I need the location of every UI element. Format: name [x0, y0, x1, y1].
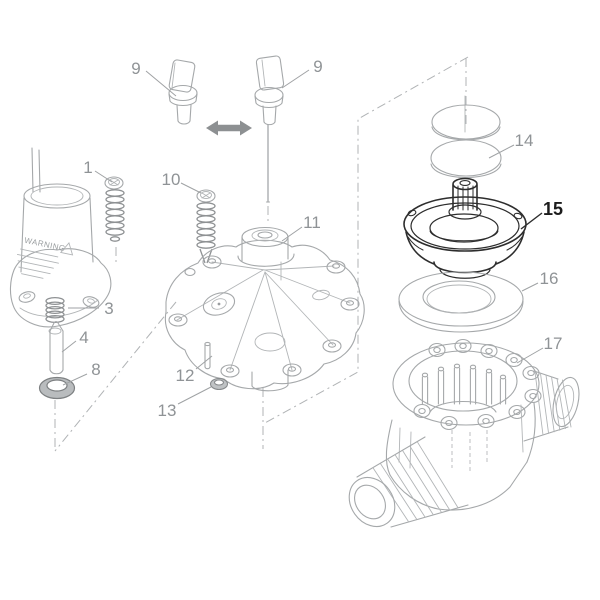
valve-body-17 — [348, 338, 580, 528]
swap-direction-arrow-icon — [206, 120, 252, 136]
screw-1 — [104, 176, 125, 242]
part-label-11: 11 — [303, 213, 321, 232]
part-label-10: 10 — [162, 170, 181, 189]
bonnet-11 — [164, 226, 365, 392]
part-label-14: 14 — [515, 131, 534, 150]
plunger-4 — [49, 320, 64, 375]
bleed-screw-9-short — [168, 59, 198, 125]
part-label-3: 3 — [104, 299, 113, 318]
spring-14 — [430, 95, 502, 179]
part-label-1: 1 — [83, 158, 92, 177]
valve-body-left-outlet — [348, 436, 469, 528]
part-label-17: 17 — [544, 334, 563, 353]
part-label-16: 16 — [540, 269, 559, 288]
valve-body-right-outlet — [523, 370, 580, 442]
part-label-15-highlighted: 15 — [543, 199, 563, 219]
section-plane-lines — [54, 56, 469, 452]
spring-3 — [45, 296, 65, 324]
part-label-9-left: 9 — [131, 59, 140, 78]
o-ring-8 — [38, 376, 76, 400]
seal-16 — [398, 271, 524, 333]
part-label-12: 12 — [176, 366, 195, 385]
part-label-4: 4 — [79, 328, 88, 347]
screw-10 — [196, 189, 216, 264]
bleed-screw-9-long — [254, 55, 285, 203]
pin-12 — [204, 341, 211, 370]
part-labels: 9 9 1 10 11 3 4 8 12 13 14 15 16 17 — [79, 57, 563, 420]
part-label-13: 13 — [158, 401, 177, 420]
diaphragm-15 — [403, 177, 527, 279]
warning-triangle-icon — [59, 242, 74, 256]
part-label-8: 8 — [91, 360, 100, 379]
leader-lines — [61, 69, 544, 405]
o-ring-13 — [209, 378, 229, 390]
part-label-9-right: 9 — [313, 57, 322, 76]
solenoid: WARNING — [9, 147, 112, 335]
